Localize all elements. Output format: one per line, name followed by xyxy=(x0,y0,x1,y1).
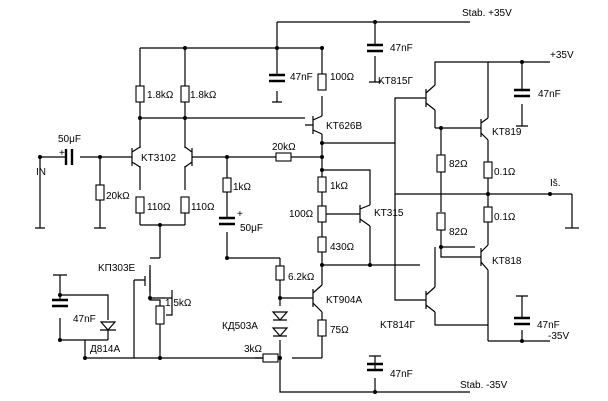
label-r-fb: 20kΩ xyxy=(272,142,296,153)
wires xyxy=(35,21,579,393)
label-kp303e: KП303E xyxy=(98,263,136,274)
output-terminal xyxy=(548,192,552,196)
label-kt815: KT815Г xyxy=(378,76,413,87)
label-c-out-pos: 47nF xyxy=(538,89,561,100)
label-r-vbe-top: 1kΩ xyxy=(330,181,349,192)
label-kt3102: KT3102 xyxy=(141,153,176,164)
label-kt904a: KT904A xyxy=(326,295,362,306)
label-c-out-neg: 47nF xyxy=(537,320,560,331)
label-r-drv-top: 82Ω xyxy=(449,159,468,170)
label-r-col-l: 1.8kΩ xyxy=(147,90,174,101)
plus-sign-c-fb: + xyxy=(237,209,243,220)
label-kt814: KT814Г xyxy=(380,320,415,331)
input-label: IN xyxy=(36,167,46,178)
label-d814a: Д814A xyxy=(90,344,120,355)
label-r-em-l: 110Ω xyxy=(147,202,171,213)
label-r-em-bot: 0.1Ω xyxy=(494,212,516,223)
label-c-in: 50μF xyxy=(58,134,81,145)
output-label: Iš. xyxy=(550,178,561,189)
plus-sign-c-in: + xyxy=(59,148,65,159)
resistor-symbols xyxy=(95,73,493,363)
label-c-fb: 50μF xyxy=(240,223,263,234)
terminals xyxy=(38,155,552,196)
label-r-ccs-base: 6.2kΩ xyxy=(288,272,315,283)
label-r-col-r: 1.8kΩ xyxy=(190,90,217,101)
rail-label-pos: +35V xyxy=(550,50,574,61)
label-r-em-top: 0.1Ω xyxy=(494,167,516,178)
capacitor-symbols xyxy=(52,43,530,372)
label-kt626b: KT626B xyxy=(326,121,362,132)
diode-symbols xyxy=(99,311,289,337)
labels: Stab. +35V +35V -35V Stab. -35V IN Iš. K… xyxy=(36,8,574,391)
rail-label-stab-pos: Stab. +35V xyxy=(462,8,512,19)
transistor-symbols xyxy=(126,84,489,313)
label-r-bias: 3kΩ xyxy=(244,344,263,355)
label-kd503a: КД503A xyxy=(222,321,258,332)
input-terminal xyxy=(38,155,42,159)
label-kt315: KT315 xyxy=(374,208,404,219)
label-kt819: KT819 xyxy=(492,127,522,138)
label-r-fb-shunt: 1kΩ xyxy=(233,182,252,193)
junction-dots xyxy=(58,20,524,394)
label-r-drv-bot: 82Ω xyxy=(449,227,468,238)
label-c-dec-top: 47nF xyxy=(290,72,313,83)
label-c-stab-neg: 47nF xyxy=(390,369,413,380)
rail-label-neg: -35V xyxy=(548,331,569,342)
rail-label-stab-neg: Stab. -35V xyxy=(460,380,508,391)
label-r-vbe-pot: 100Ω xyxy=(289,209,314,220)
label-r-in: 20kΩ xyxy=(106,191,130,202)
label-kt818: KT818 xyxy=(492,256,522,267)
label-r-em-r: 110Ω xyxy=(191,202,215,213)
label-r-ccs-em: 75Ω xyxy=(330,325,349,336)
label-c-stab-pos: 47nF xyxy=(390,43,413,54)
label-r-vbe-bot: 430Ω xyxy=(330,242,355,253)
label-r-fet-pot: 1.5kΩ xyxy=(165,298,192,309)
label-r-vas-base: 100Ω xyxy=(330,72,355,83)
label-c-zener: 47nF xyxy=(73,314,96,325)
